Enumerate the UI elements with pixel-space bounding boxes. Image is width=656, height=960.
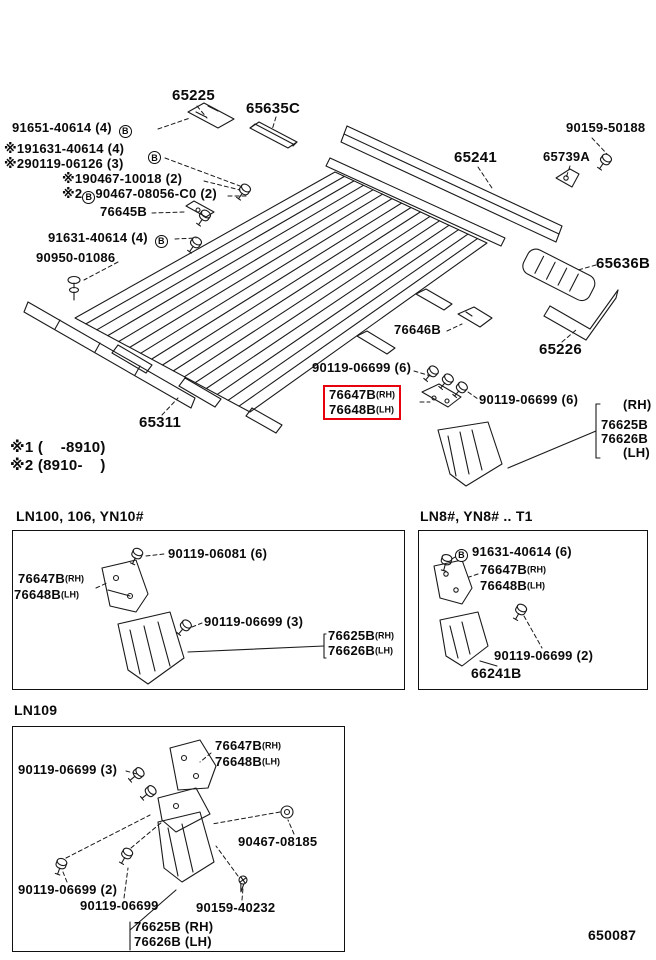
- part-label-76648B: 76648B(LH): [215, 754, 281, 769]
- part-label-76625B: 76625B: [601, 417, 649, 432]
- bolt-label-90119-06699: 90119-06699 (2): [494, 648, 594, 663]
- part-65225-shape: [187, 102, 235, 129]
- part-label-90950-01086: 90950-01086: [36, 250, 116, 265]
- variant-header-ln100: LN100, 106, YN10#: [16, 508, 144, 524]
- part-65226-shape: [543, 289, 619, 341]
- part-90950-shape: [67, 275, 81, 301]
- part-label-76648B: 76648B(LH): [329, 401, 395, 417]
- part-label-76648B: 76648B(LH): [14, 587, 80, 602]
- bracket-left-box: [101, 559, 149, 613]
- bolt-label-90119-06699-2: 90119-06699 (2): [18, 882, 118, 897]
- part-76646B-shape: [457, 306, 493, 328]
- circled-b-icon: B: [455, 548, 468, 562]
- part-label-76648B: 76648B(LH): [480, 578, 546, 593]
- leader-lines-dashed: [62, 105, 608, 901]
- variant-box-ln100: [12, 530, 405, 690]
- part-label-76647B: 76647B(RH): [18, 571, 85, 586]
- part-label-76645B: 76645B: [100, 204, 148, 219]
- part-label-65739A: 65739A: [543, 149, 591, 164]
- variant-box-ln8: [418, 530, 648, 690]
- variant-box-ln109: [12, 726, 345, 952]
- part-65739A-shape: [555, 168, 580, 188]
- mudflap-bottom-box: [157, 811, 215, 883]
- rh-label: (RH): [623, 397, 652, 412]
- mudflap-top: [437, 421, 503, 487]
- note-label-1-91631-40614: ※191631-40614 (4): [4, 141, 125, 156]
- bolt-label-90467-08185: 90467-08185: [238, 834, 318, 849]
- circled-b-icon: B: [118, 124, 132, 138]
- rear-rail-65241: [340, 125, 563, 243]
- circled-b-icon: B: [154, 234, 168, 248]
- variant-header-ln109: LN109: [14, 702, 58, 718]
- part-label-76626B: 76626B(LH): [328, 643, 394, 658]
- grommet-90467: [280, 805, 294, 819]
- circled-b-icon: B: [148, 151, 161, 164]
- part-label-76626B: 76626B (LH): [134, 934, 212, 949]
- floor-panel: [74, 171, 488, 413]
- variant-header-ln8: LN8#, YN8# .. T1: [420, 508, 533, 524]
- bolt-label-90119-06699: 90119-06699 (3): [204, 614, 304, 629]
- part-label-65635C: 65635C: [246, 100, 301, 117]
- bolt-label-90159-50188: 90159-50188: [566, 120, 646, 135]
- part-label-76646B: 76646B: [394, 322, 442, 337]
- bolt-label-91651-40614: 91651-40614 (4)B: [12, 120, 132, 138]
- part-label-76647B: 76647B(RH): [215, 738, 282, 753]
- part-label-76626B: 76626B: [601, 431, 649, 446]
- cross-sills: [111, 288, 453, 434]
- side-member: [23, 301, 196, 409]
- part-label-76625B: 76625B (RH): [134, 919, 214, 934]
- part-label-66241B: 66241B: [471, 665, 522, 681]
- bracket-lower-bottom-box: [157, 787, 211, 833]
- highlighted-part-76647B-76648B[interactable]: 76647B(RH) 76648B(LH): [323, 385, 402, 421]
- mudflap-left-box: [117, 611, 185, 685]
- part-label-76625B: 76625B(RH): [328, 628, 395, 643]
- part-label-65225: 65225: [172, 87, 215, 104]
- bolt-label-90119-06699-right: 90119-06699 (6): [479, 392, 579, 407]
- mudflap-bracket-top: [421, 383, 462, 408]
- bolt-label-90119-06081: 90119-06081 (6): [168, 546, 268, 561]
- lh-label: (LH): [623, 445, 650, 460]
- circled-b-icon: B: [82, 190, 96, 204]
- bolt-label-90119-06699: 90119-06699: [80, 898, 159, 913]
- part-65635C-shape: [249, 121, 298, 149]
- note-label-1-90467-10018: ※190467-10018 (2): [62, 171, 183, 186]
- bracket-upper-bottom-box: [169, 739, 217, 791]
- part-label-76647B: 76647B(RH): [480, 562, 547, 577]
- bolt-label-90119-06699-left: 90119-06699 (6): [312, 360, 412, 375]
- note-label-2-90119-06126: ※290119-06126 (3): [4, 156, 124, 171]
- part-76645B-shape: [185, 200, 215, 218]
- leader-lines-solid: [129, 403, 601, 951]
- legend-note-2: ※2 (8910- ): [10, 457, 106, 474]
- bolt-label-90119-06699-3: 90119-06699 (3): [18, 762, 118, 777]
- part-label-65241: 65241: [454, 149, 497, 166]
- mudflap-right-box: [439, 611, 489, 667]
- part-65636B-shape: [522, 248, 596, 302]
- part-label-65636B: 65636B: [596, 255, 651, 272]
- diagram-number: 650087: [588, 927, 637, 943]
- legend-note-1: ※1 ( -8910): [10, 439, 106, 456]
- part-label-65311: 65311: [139, 414, 182, 431]
- part-label-65226: 65226: [539, 341, 582, 358]
- bolt-label-91631-40614: 91631-40614 (4)B: [48, 230, 168, 248]
- screw-label-90159-40232: 90159-40232: [196, 900, 276, 915]
- part-label-76647B: 76647B(RH): [329, 387, 396, 402]
- front-rail: [325, 157, 506, 247]
